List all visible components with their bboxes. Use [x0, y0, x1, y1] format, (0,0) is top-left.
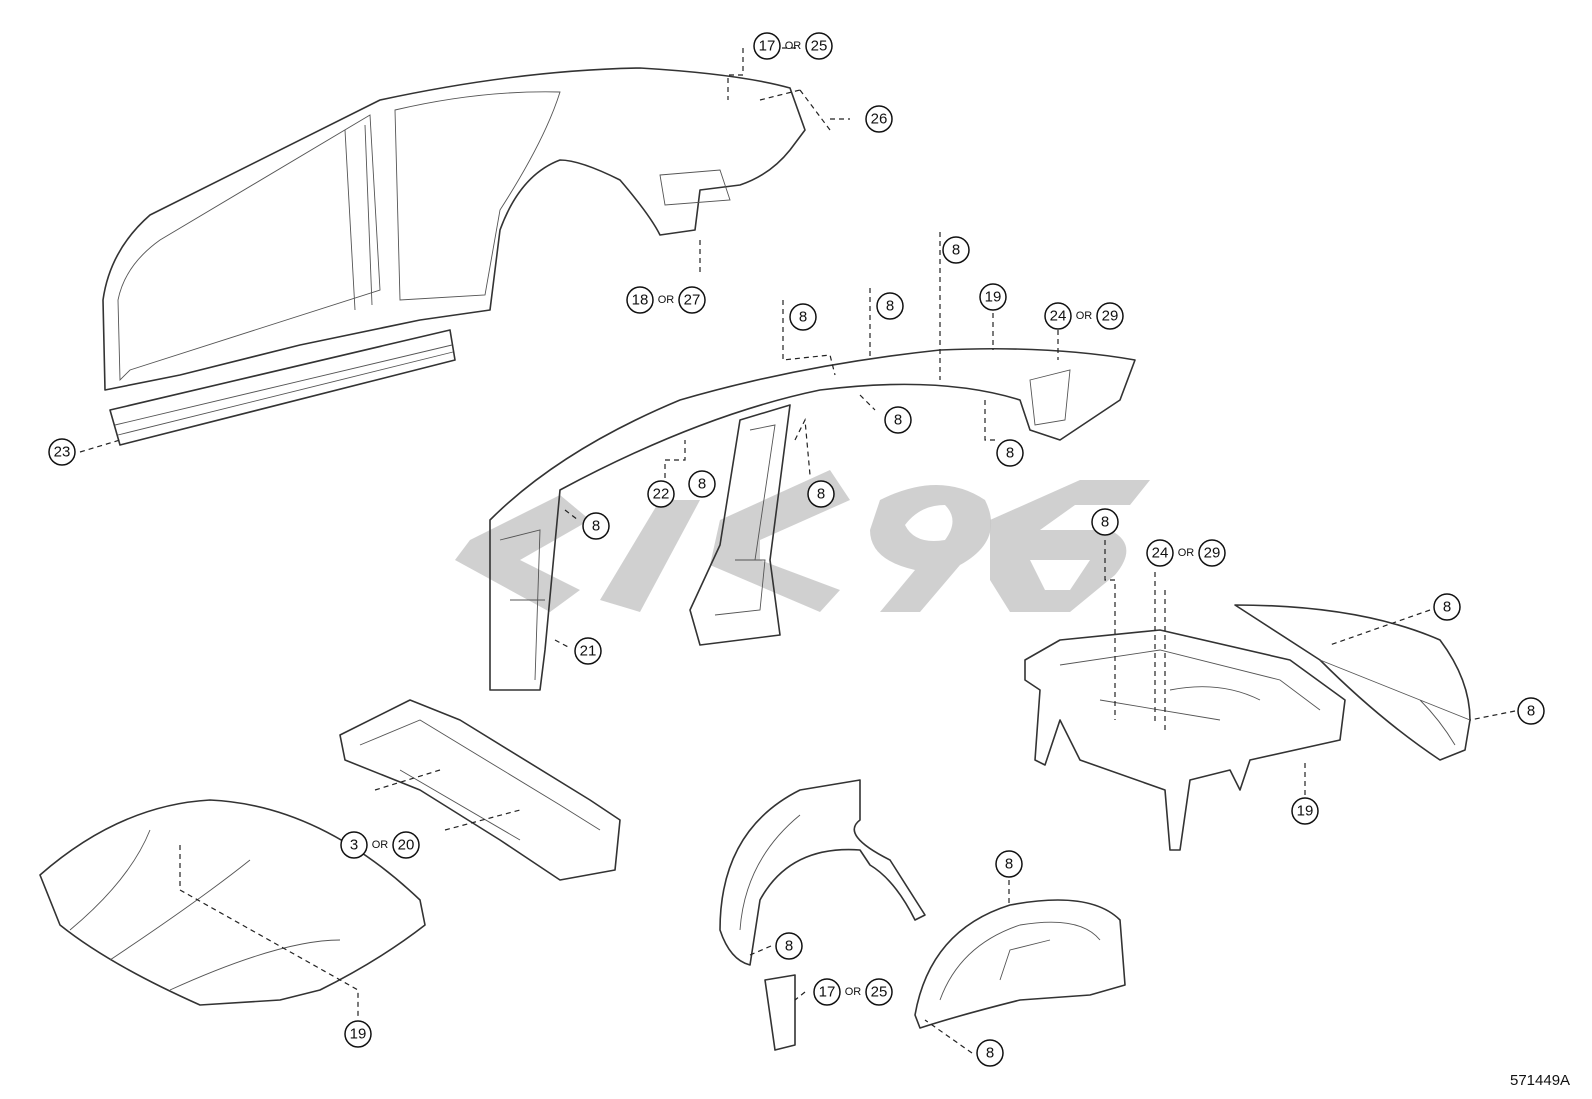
- c-22-number: 22: [653, 486, 670, 503]
- c-21-ring: [574, 637, 602, 665]
- trunk-lid: [1234, 604, 1471, 761]
- center-pillar: [689, 404, 791, 646]
- c-8-a-number: 8: [952, 242, 960, 259]
- c-24-29-mid-b-ring: [1198, 539, 1226, 567]
- c-8-j-number: 8: [1443, 599, 1451, 616]
- c-19-roof-ring: [979, 283, 1007, 311]
- c-8-n-number: 8: [986, 1045, 994, 1062]
- c-17-25-bot-or-label: OR: [845, 986, 862, 998]
- c-8-h-number: 8: [592, 518, 600, 535]
- c-24-29-top-a-ring: [1044, 302, 1072, 330]
- c-24-29-mid-a-number: 24: [1152, 545, 1169, 562]
- c-19-hood-ring: [344, 1020, 372, 1048]
- c-8-n-ring: [976, 1039, 1004, 1067]
- c-17-25-top-a-number: 17: [759, 38, 776, 55]
- c-8-g-number: 8: [817, 486, 825, 503]
- c-24-29-mid-b-number: 29: [1204, 545, 1221, 562]
- c-19-hood-number: 19: [350, 1026, 367, 1043]
- c-8-i-number: 8: [1101, 514, 1109, 531]
- c-17-25-top-b-ring: [805, 32, 833, 60]
- c-3-20-a-ring: [340, 831, 368, 859]
- c-8-k-ring: [1517, 697, 1545, 725]
- front-wheel-apron: [719, 779, 926, 1051]
- c-19-rear-ring: [1291, 797, 1319, 825]
- c-18-27-or-label: OR: [658, 294, 675, 306]
- c-24-29-top-b-ring: [1096, 302, 1124, 330]
- c-26-ring: [865, 105, 893, 133]
- c-17-25-bot-b-number: 25: [871, 984, 888, 1001]
- leader-lines: [79, 47, 1516, 1054]
- c-24-29-mid-a-ring: [1146, 539, 1174, 567]
- c-8-c-number: 8: [799, 309, 807, 326]
- c-8-k-number: 8: [1527, 703, 1535, 720]
- c-18-27-a-number: 18: [632, 292, 649, 309]
- c-19-rear-number: 19: [1297, 803, 1314, 820]
- c-17-25-bot-b-ring: [865, 978, 893, 1006]
- c-8-l-ring: [995, 850, 1023, 878]
- c-21-number: 21: [580, 643, 597, 660]
- c-18-27-b-number: 27: [684, 292, 701, 309]
- c-8-b-ring: [876, 292, 904, 320]
- roof-side-rail-inner: [489, 347, 1136, 691]
- c-19-roof-number: 19: [985, 289, 1002, 306]
- c-8-f-ring: [688, 470, 716, 498]
- c-24-29-mid-or-label: OR: [1178, 547, 1195, 559]
- c-17-25-bot-a-ring: [813, 978, 841, 1006]
- rear-package-tray: [1024, 629, 1346, 851]
- c-22-ring: [647, 480, 675, 508]
- c-17-25-top-or-label: OR: [785, 40, 802, 52]
- c-23-ring: [48, 438, 76, 466]
- c-17-25-top-b-number: 25: [811, 38, 828, 55]
- c-8-j-ring: [1433, 593, 1461, 621]
- rear-wheel-house: [914, 899, 1126, 1029]
- c-24-29-top-or-label: OR: [1076, 310, 1093, 322]
- body-side-outer-panel: [102, 67, 806, 391]
- c-8-b-number: 8: [886, 298, 894, 315]
- c-17-25-bot-a-number: 17: [819, 984, 836, 1001]
- c-8-m-ring: [775, 932, 803, 960]
- c-3-20-b-ring: [392, 831, 420, 859]
- rocker-sill-panel: [109, 329, 456, 446]
- cowl-top-panel: [339, 699, 621, 881]
- c-8-l-number: 8: [1005, 856, 1013, 873]
- c-26-number: 26: [871, 111, 888, 128]
- c-24-29-top-b-number: 29: [1102, 308, 1119, 325]
- c-3-20-a-number: 3: [350, 837, 358, 854]
- c-8-d-ring: [884, 406, 912, 434]
- c-8-h-ring: [582, 512, 610, 540]
- hood-panel: [39, 799, 426, 1006]
- c-8-e-ring: [996, 439, 1024, 467]
- c-8-e-number: 8: [1006, 445, 1014, 462]
- c-8-f-number: 8: [698, 476, 706, 493]
- c-8-a-ring: [942, 236, 970, 264]
- c-24-29-top-a-number: 24: [1050, 308, 1067, 325]
- c-8-d-number: 8: [894, 412, 902, 429]
- c-23-number: 23: [54, 444, 71, 461]
- c-3-20-or-label: OR: [372, 839, 389, 851]
- c-17-25-top-a-ring: [753, 32, 781, 60]
- c-8-i-ring: [1091, 508, 1119, 536]
- c-8-c-ring: [789, 303, 817, 331]
- c-18-27-a-ring: [626, 286, 654, 314]
- diagram-reference-code: 571449A: [1510, 1072, 1570, 1089]
- c-3-20-b-number: 20: [398, 837, 415, 854]
- c-8-m-number: 8: [785, 938, 793, 955]
- c-8-g-ring: [807, 480, 835, 508]
- c-18-27-b-ring: [678, 286, 706, 314]
